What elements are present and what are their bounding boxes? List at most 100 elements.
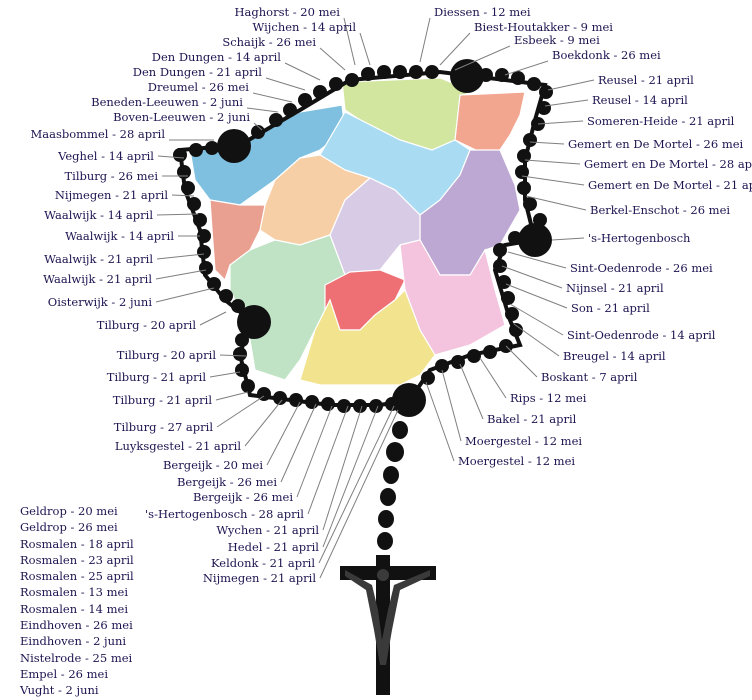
list-item: Eindhoven - 26 mei (20, 618, 133, 633)
leader-line (479, 357, 507, 399)
location-label: Sint-Oedenrode - 14 april (567, 328, 716, 342)
small-bead (495, 68, 509, 82)
leader-line (296, 405, 333, 498)
location-label: Waalwijk - 14 april (65, 229, 174, 243)
location-label: Gemert en De Mortel - 26 mei (568, 137, 744, 151)
small-bead (197, 245, 211, 259)
big-bead (237, 305, 271, 339)
leader-line (253, 122, 263, 131)
small-bead (269, 113, 283, 127)
big-beads (217, 59, 552, 417)
location-label: Son - 21 april (571, 301, 650, 315)
location-label: Waalwijk - 21 april (44, 252, 153, 266)
leader-line (521, 175, 585, 186)
leader-line (529, 141, 565, 145)
list-item: Rosmalen - 25 april (20, 569, 134, 584)
small-bead (393, 65, 407, 79)
leader-line (441, 369, 462, 442)
location-label: Schaijk - 26 mei (222, 35, 316, 49)
leader-line (155, 287, 215, 303)
list-item: Vught - 2 juni (20, 683, 99, 698)
small-bead (523, 133, 537, 147)
leader-line (215, 391, 249, 401)
location-label: Veghel - 14 april (57, 149, 154, 163)
leader-line (280, 403, 317, 483)
small-bead (511, 71, 525, 85)
small-bead (483, 345, 497, 359)
leader-line (505, 345, 538, 378)
location-label: Reusel - 14 april (592, 93, 688, 107)
leader-line (459, 363, 484, 420)
leader-line (284, 62, 321, 81)
rosary-pendant (340, 421, 436, 695)
small-bead (501, 291, 515, 305)
small-bead (173, 148, 187, 162)
location-label: Tilburg - 20 april (117, 348, 217, 362)
small-bead (289, 393, 303, 407)
location-label: Den Dungen - 21 april (133, 65, 263, 79)
leader-line (343, 17, 356, 66)
location-label: Wychen - 21 april (216, 523, 319, 537)
big-bead (518, 223, 552, 257)
small-bead (231, 299, 245, 313)
small-bead (177, 165, 191, 179)
small-bead (539, 85, 553, 99)
location-label: Tilburg - 27 april (114, 420, 214, 434)
list-item: Empel - 26 mei (20, 666, 109, 681)
location-label: Nijmegen - 21 april (203, 571, 316, 585)
leader-line (219, 354, 247, 357)
pendant-bead (377, 532, 393, 550)
list-item: Geldrop - 20 mei (20, 504, 118, 518)
small-bead (329, 77, 343, 91)
small-bead (235, 363, 249, 377)
small-bead (233, 347, 247, 361)
small-bead (321, 397, 335, 411)
leader-line (244, 399, 283, 447)
small-bead (451, 355, 465, 369)
leader-line (507, 251, 567, 269)
small-bead (207, 277, 221, 291)
location-label: Den Dungen - 14 april (152, 50, 282, 64)
location-label: 's-Hertogenbosch (588, 231, 691, 245)
location-label: Moergestel - 12 mei (458, 454, 575, 468)
small-bead (337, 399, 351, 413)
leader-line (155, 269, 207, 280)
small-bead (377, 65, 391, 79)
location-label: Sint-Oedenrode - 26 mei (570, 261, 713, 275)
small-bead (497, 275, 511, 289)
leader-line (252, 92, 293, 103)
leader-line (425, 381, 455, 462)
list-item: Rosmalen - 23 april (20, 552, 134, 567)
small-bead (305, 395, 319, 409)
list-item: Nistelrode - 25 mei (20, 650, 133, 665)
leader-line (319, 47, 346, 71)
small-bead (251, 125, 265, 139)
location-label: Biest-Houtakker - 9 mei (474, 20, 613, 34)
region-northeast-salmon (454, 91, 526, 153)
list-item: Geldrop - 26 mei (20, 520, 118, 535)
small-bead (361, 67, 375, 81)
small-bead (189, 143, 203, 157)
leader-lines (155, 17, 595, 579)
leader-line (359, 32, 371, 66)
pendant-bead (380, 488, 396, 506)
leader-line (319, 409, 399, 579)
list-item: Rosmalen - 18 april (20, 536, 134, 551)
location-label: Berkel-Enschot - 26 mei (590, 203, 730, 217)
location-label: Gemert en De Mortel - 28 april (584, 157, 752, 171)
crucifix-figure (345, 570, 430, 665)
leader-line (266, 401, 301, 466)
leader-line (199, 311, 227, 326)
big-bead (217, 129, 251, 163)
location-label: Boven-Leeuwen - 2 juni (113, 110, 250, 124)
location-label: Tilburg - 21 april (113, 393, 213, 407)
small-bead (353, 399, 367, 413)
location-label: Breugel - 14 april (563, 349, 666, 363)
leader-line (216, 395, 265, 428)
small-bead (425, 65, 439, 79)
small-bead (187, 197, 201, 211)
small-bead (493, 259, 507, 273)
location-label: Reusel - 21 april (598, 73, 694, 87)
